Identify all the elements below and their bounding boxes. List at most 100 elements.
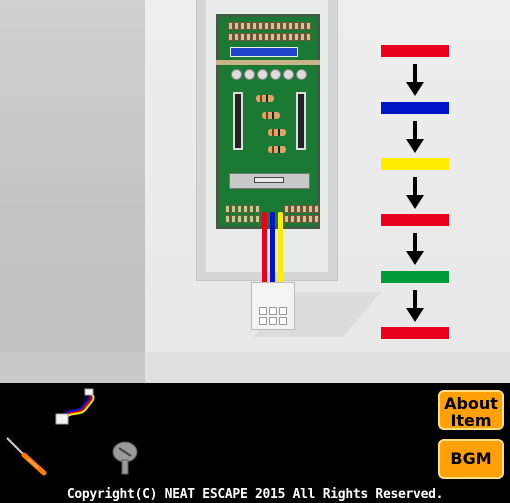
- board-round-button: [296, 69, 307, 80]
- connector-hole: [259, 317, 267, 325]
- board-top-chip: [288, 22, 293, 30]
- board-top-chip: [252, 33, 257, 41]
- board-bottom-chip: [237, 205, 242, 213]
- left-capacitor: [233, 92, 243, 150]
- board-top-chip: [276, 22, 281, 30]
- board-bottom-chip: [231, 205, 236, 213]
- board-top-chip: [258, 33, 263, 41]
- board-bottom-chip: [314, 215, 319, 223]
- screwdriver-icon[interactable]: [4, 435, 48, 479]
- wire-connector[interactable]: [251, 282, 295, 330]
- board-bottom-chip: [231, 215, 236, 223]
- board-bottom-chip: [308, 215, 313, 223]
- resistor: [256, 95, 274, 102]
- resistor: [262, 112, 280, 119]
- color-bar-5: [381, 271, 449, 283]
- right-capacitor: [296, 92, 306, 150]
- board-top-chip: [252, 22, 257, 30]
- board-bottom-chip: [284, 205, 289, 213]
- board-bottom-chip: [243, 215, 248, 223]
- board-bottom-chip: [314, 205, 319, 213]
- board-bottom-chip: [225, 215, 230, 223]
- connector-hole: [259, 307, 267, 315]
- board-top-chip: [294, 22, 299, 30]
- resistor: [268, 129, 286, 136]
- board-round-button: [257, 69, 268, 80]
- color-bar-6: [381, 327, 449, 339]
- board-bottom-chip: [243, 205, 248, 213]
- board-top-chip: [228, 22, 233, 30]
- board-bottom-chip: [296, 205, 301, 213]
- inventory-bar: About Item BGM: [0, 383, 510, 503]
- bgm-button[interactable]: BGM: [438, 439, 504, 479]
- board-top-chip: [276, 33, 281, 41]
- board-bottom-chip: [308, 205, 313, 213]
- board-bottom-chip: [255, 215, 260, 223]
- main-floor: [145, 352, 510, 383]
- board-top-chip: [294, 33, 299, 41]
- color-bar-3: [381, 158, 449, 170]
- board-chip-label: [254, 177, 284, 183]
- board-round-button: [244, 69, 255, 80]
- board-top-chip: [234, 22, 239, 30]
- down-arrow-icon: [406, 64, 424, 96]
- board-top-chip: [228, 33, 233, 41]
- board-top-chip: [240, 22, 245, 30]
- game-scene: [0, 0, 510, 383]
- board-bottom-chip: [284, 215, 289, 223]
- left-floor: [0, 352, 145, 383]
- board-gold-strip: [216, 60, 320, 65]
- board-top-chip: [246, 33, 251, 41]
- board-bottom-chip: [249, 215, 254, 223]
- board-top-chip: [246, 22, 251, 30]
- color-bar-2: [381, 102, 449, 114]
- resistor: [268, 146, 286, 153]
- board-bottom-chip: [296, 215, 301, 223]
- board-top-chip: [258, 22, 263, 30]
- board-top-chip: [282, 22, 287, 30]
- connector-hole: [279, 307, 287, 315]
- color-bar-4: [381, 214, 449, 226]
- connector-hole: [279, 317, 287, 325]
- board-bottom-chip: [302, 215, 307, 223]
- copyright-text: Copyright(C) NEAT ESCAPE 2015 All Rights…: [66, 487, 444, 502]
- board-top-chip: [234, 33, 239, 41]
- down-arrow-icon: [406, 121, 424, 153]
- board-top-chip: [300, 22, 305, 30]
- board-top-chip: [264, 22, 269, 30]
- yellow-wire: [278, 212, 283, 284]
- screw-icon[interactable]: [108, 439, 142, 479]
- down-arrow-icon: [406, 177, 424, 209]
- connector-hole: [269, 307, 277, 315]
- board-round-button: [283, 69, 294, 80]
- about-item-button[interactable]: About Item: [438, 390, 504, 430]
- board-top-chip: [282, 33, 287, 41]
- board-blue-display: [230, 47, 298, 57]
- left-wall: [0, 0, 145, 383]
- about-item-label-line1: About: [444, 394, 498, 413]
- board-top-chip: [288, 33, 293, 41]
- down-arrow-icon: [406, 233, 424, 265]
- blue-wire: [270, 212, 275, 284]
- board-top-chip: [270, 22, 275, 30]
- color-bar-1: [381, 45, 449, 57]
- wire-harness-icon[interactable]: [50, 386, 98, 428]
- down-arrow-icon: [406, 290, 424, 322]
- board-bottom-chip: [249, 205, 254, 213]
- red-wire: [262, 212, 267, 284]
- board-top-chip: [264, 33, 269, 41]
- about-item-label-line2: Item: [450, 411, 492, 430]
- board-top-chip: [306, 33, 311, 41]
- board-round-button: [231, 69, 242, 80]
- board-bottom-chip: [290, 215, 295, 223]
- bgm-label: BGM: [450, 449, 492, 468]
- board-bottom-chip: [302, 205, 307, 213]
- board-top-chip: [300, 33, 305, 41]
- board-bottom-chip: [225, 205, 230, 213]
- board-bottom-chip: [255, 205, 260, 213]
- board-bottom-chip: [237, 215, 242, 223]
- board-top-chip: [270, 33, 275, 41]
- board-top-chip: [306, 22, 311, 30]
- board-bottom-chip: [290, 205, 295, 213]
- connector-hole: [269, 317, 277, 325]
